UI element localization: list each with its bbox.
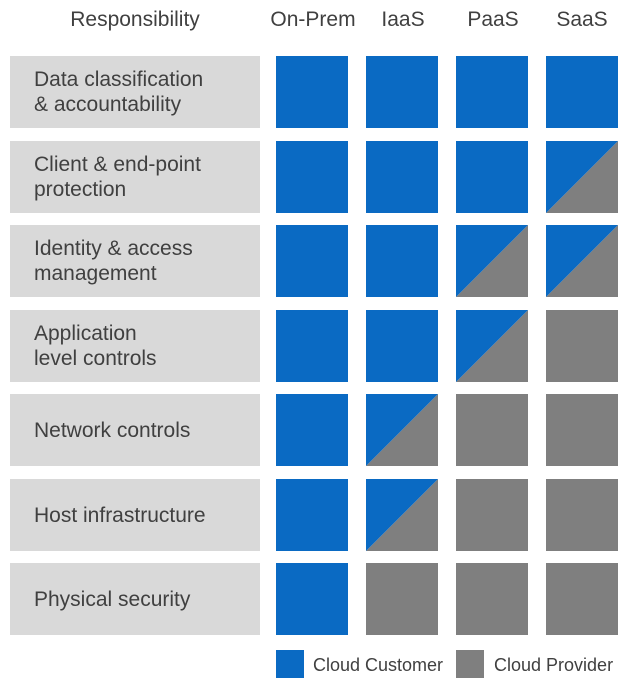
- cell-r1-iaas-customer: [366, 56, 438, 128]
- customer-fill: [366, 141, 438, 213]
- cell-r3-saas-shared: [546, 225, 618, 297]
- row-label-application-controls: Application level controls: [10, 310, 260, 382]
- cell-r1-paas-customer: [456, 56, 528, 128]
- customer-fill: [456, 56, 528, 128]
- legend-provider-label: Cloud Provider: [494, 655, 614, 675]
- legend-customer-label: Cloud Customer: [313, 655, 444, 675]
- header-responsibility: Responsibility: [70, 8, 200, 31]
- cell-r7-saas-provider: [546, 563, 618, 635]
- provider-fill: [456, 479, 528, 551]
- cell-r6-paas-provider: [456, 479, 528, 551]
- row-label-client-endpoint: Client & end-point protection: [10, 141, 260, 213]
- provider-fill: [456, 394, 528, 466]
- customer-fill: [546, 56, 618, 128]
- cell-r4-on-prem-customer: [276, 310, 348, 382]
- customer-fill: [456, 141, 528, 213]
- customer-fill: [276, 310, 348, 382]
- row-label-data-classification: Data classification & accountability: [10, 56, 260, 128]
- customer-triangle: [546, 225, 618, 297]
- cell-r4-paas-shared: [456, 310, 528, 382]
- customer-triangle: [456, 225, 528, 297]
- cell-r5-paas-provider: [456, 394, 528, 466]
- cell-r7-iaas-provider: [366, 563, 438, 635]
- provider-fill: [546, 394, 618, 466]
- cell-r6-on-prem-customer: [276, 479, 348, 551]
- customer-fill: [276, 563, 348, 635]
- cell-r7-paas-provider: [456, 563, 528, 635]
- cell-r2-paas-customer: [456, 141, 528, 213]
- legend-provider-swatch: [456, 650, 484, 678]
- cell-r3-on-prem-customer: [276, 225, 348, 297]
- provider-fill: [456, 563, 528, 635]
- cell-r1-on-prem-customer: [276, 56, 348, 128]
- cell-r3-paas-shared: [456, 225, 528, 297]
- customer-fill: [366, 56, 438, 128]
- cell-r1-saas-customer: [546, 56, 618, 128]
- header-paas: PaaS: [467, 8, 519, 31]
- customer-triangle: [366, 394, 438, 466]
- provider-fill: [546, 310, 618, 382]
- customer-fill: [276, 479, 348, 551]
- customer-triangle: [366, 479, 438, 551]
- cell-r6-saas-provider: [546, 479, 618, 551]
- customer-fill: [276, 225, 348, 297]
- cell-r4-iaas-customer: [366, 310, 438, 382]
- cell-r2-saas-shared: [546, 141, 618, 213]
- customer-triangle: [546, 141, 618, 213]
- customer-fill: [276, 141, 348, 213]
- row-label-host-infrastructure: Host infrastructure: [10, 479, 260, 551]
- row-label-physical-security: Physical security: [10, 563, 260, 635]
- provider-fill: [546, 563, 618, 635]
- customer-fill: [366, 225, 438, 297]
- provider-fill: [546, 479, 618, 551]
- customer-triangle: [456, 310, 528, 382]
- header-saas: SaaS: [556, 8, 608, 31]
- cell-r6-iaas-shared: [366, 479, 438, 551]
- customer-fill: [276, 394, 348, 466]
- cell-r7-on-prem-customer: [276, 563, 348, 635]
- provider-fill: [366, 563, 438, 635]
- row-label-identity-access: Identity & access management: [10, 225, 260, 297]
- cell-r5-on-prem-customer: [276, 394, 348, 466]
- cell-r2-iaas-customer: [366, 141, 438, 213]
- cell-r2-on-prem-customer: [276, 141, 348, 213]
- cell-r5-saas-provider: [546, 394, 618, 466]
- header-iaas: IaaS: [381, 8, 425, 31]
- legend-customer-swatch: [276, 650, 304, 678]
- cell-r4-saas-provider: [546, 310, 618, 382]
- cell-r3-iaas-customer: [366, 225, 438, 297]
- customer-fill: [276, 56, 348, 128]
- header-on-prem: On-Prem: [270, 8, 356, 31]
- row-label-network-controls: Network controls: [10, 394, 260, 466]
- customer-fill: [366, 310, 438, 382]
- cell-r5-iaas-shared: [366, 394, 438, 466]
